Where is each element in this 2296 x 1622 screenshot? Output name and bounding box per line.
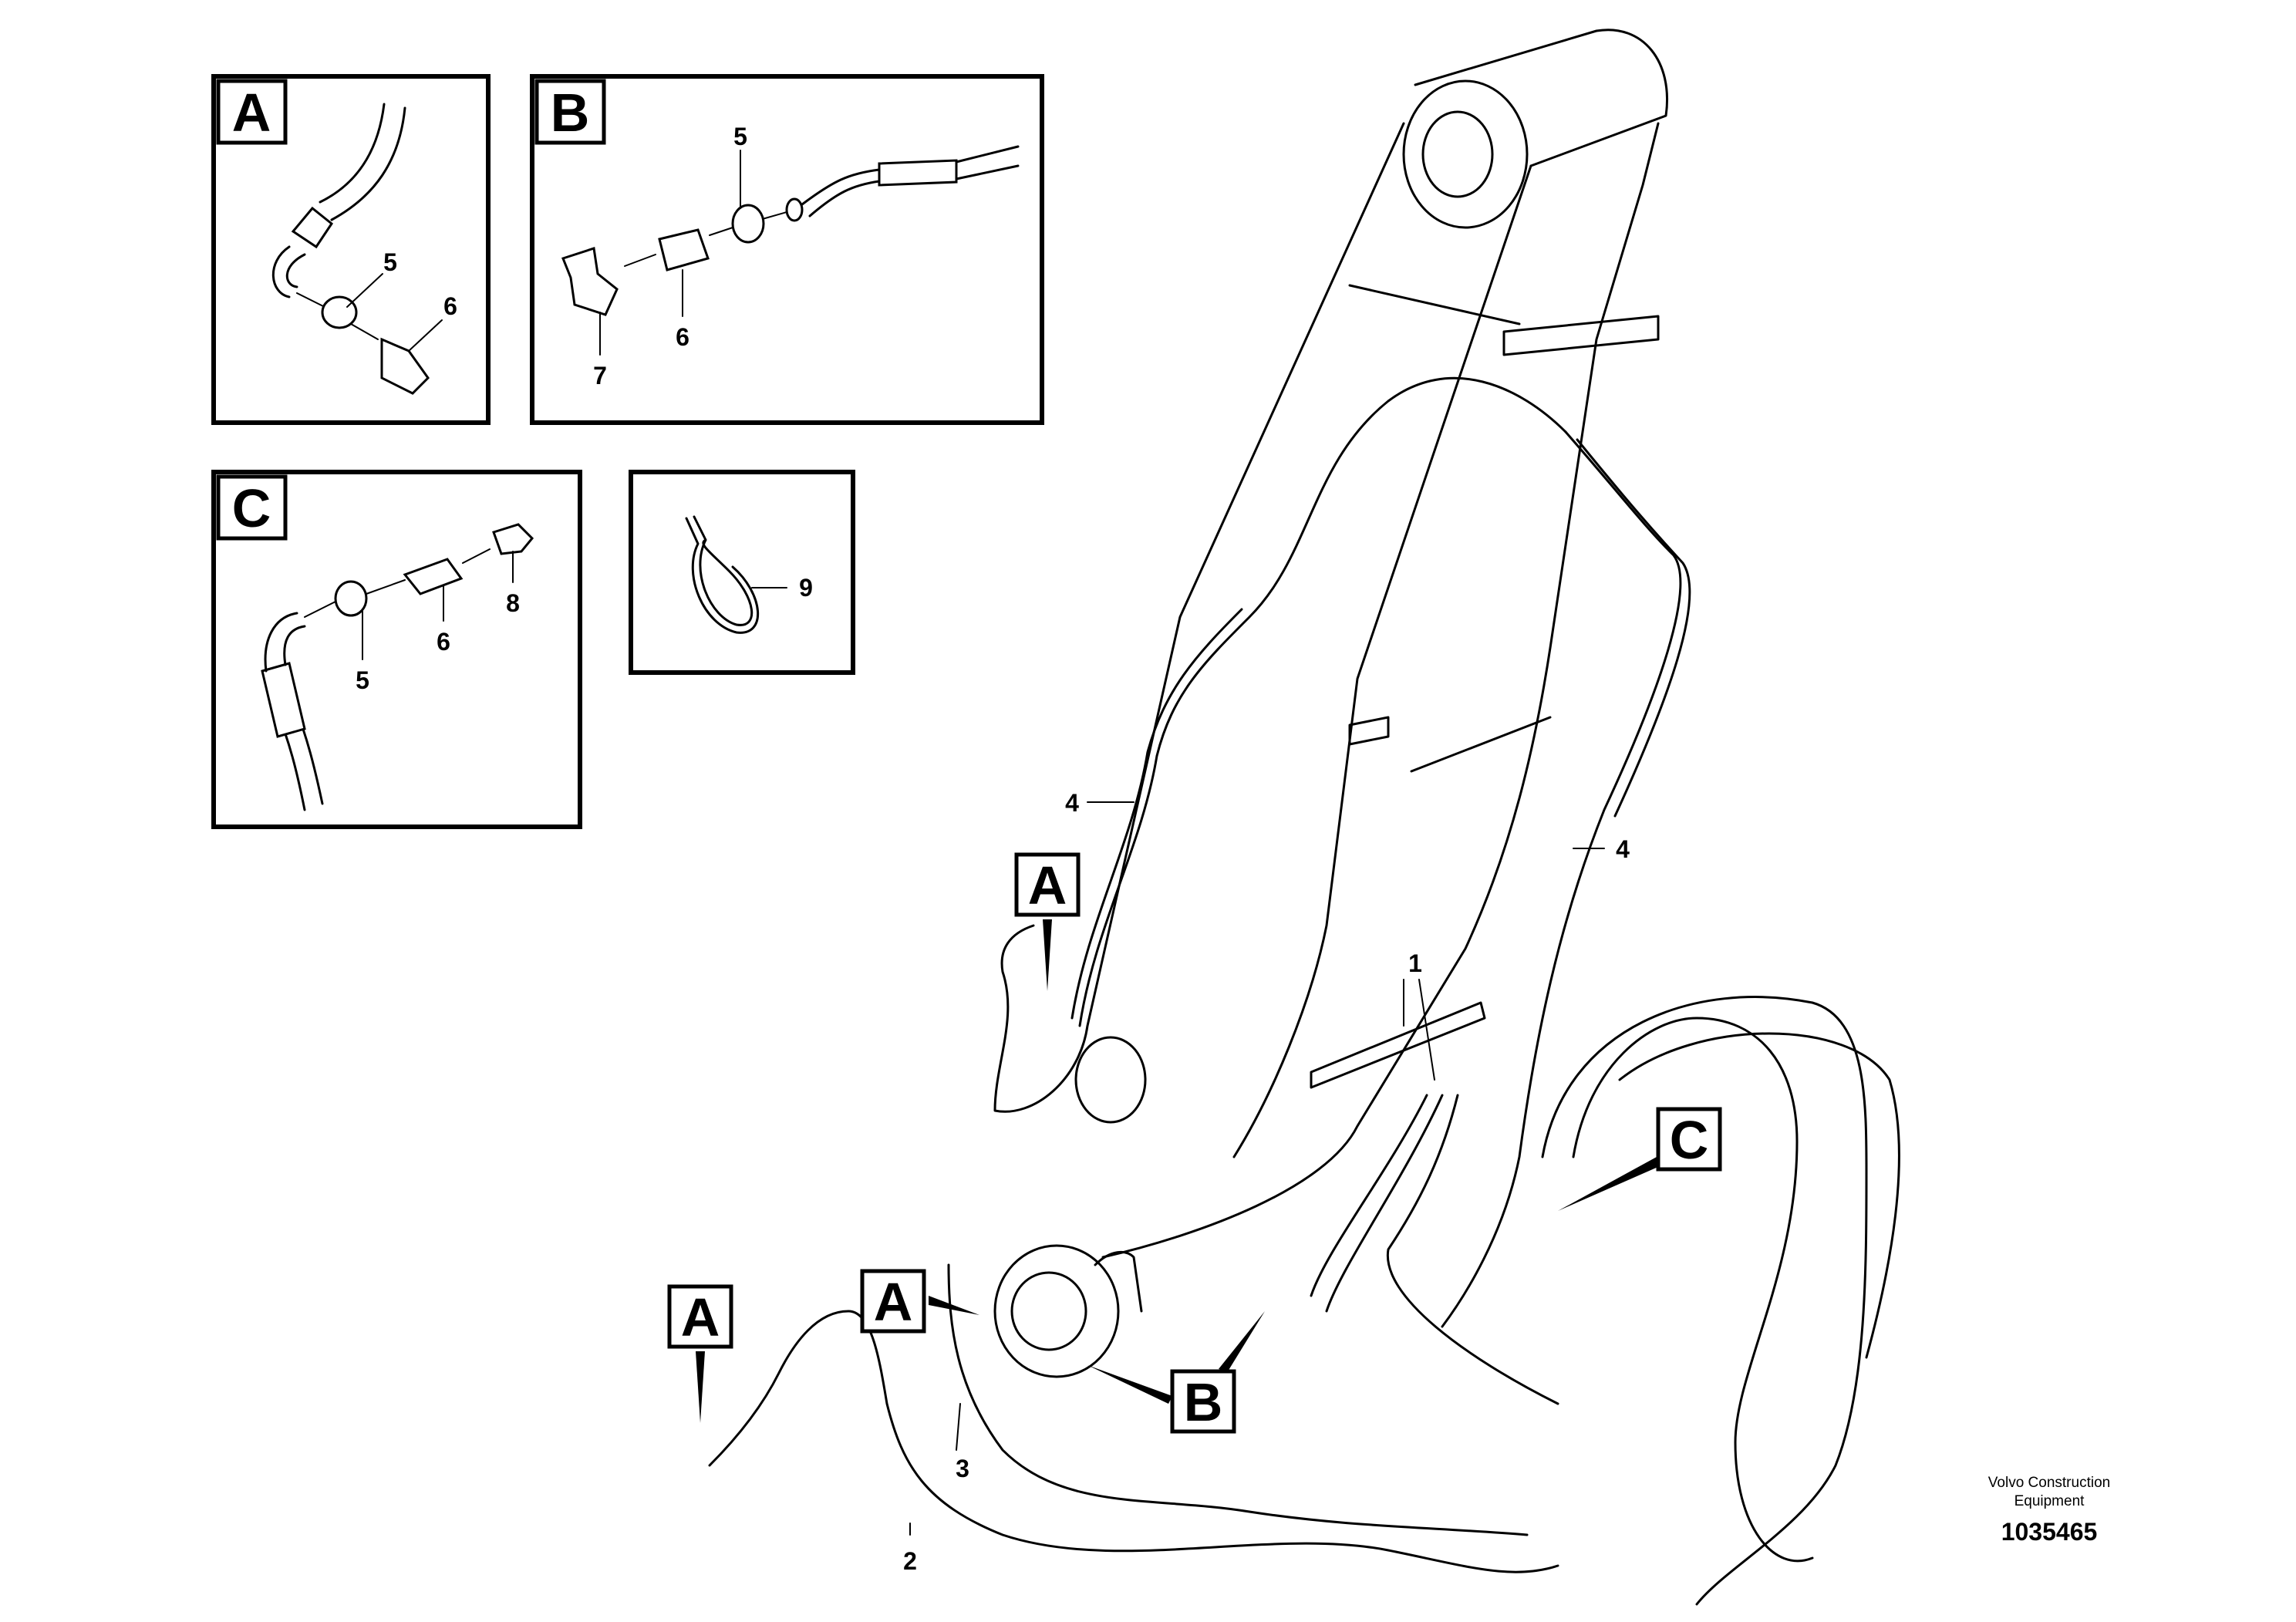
hose-fitting-a — [271, 103, 430, 395]
callout-b-5: 5 — [733, 123, 747, 150]
leader-a-6 — [408, 319, 443, 352]
credit-block: Volvo Construction Equipment 1035465 — [1988, 1475, 2110, 1546]
marker-a-upper — [1014, 852, 1081, 917]
detail-b-letter: B — [551, 83, 590, 143]
marker-c — [1656, 1107, 1722, 1172]
svg-text:A: A — [681, 1287, 720, 1347]
credit-line-2: Equipment — [2014, 1493, 2085, 1509]
washer-a — [321, 295, 358, 329]
boom-structure — [993, 29, 1668, 1378]
marker-b — [1170, 1369, 1236, 1434]
adapter-c — [403, 558, 464, 595]
leader-1b — [1418, 979, 1435, 1081]
callout-9: 9 — [799, 574, 813, 602]
adapter-b — [658, 228, 710, 271]
leader-a-5 — [346, 273, 383, 308]
callout-3: 3 — [956, 1455, 969, 1482]
washer-b — [731, 204, 765, 244]
callout-b-6: 6 — [676, 323, 689, 351]
detail-c-letter: C — [232, 478, 271, 538]
detail-c-tag — [216, 474, 288, 541]
detail-view-b: B 5 6 7 — [530, 74, 1044, 425]
adapter-a — [380, 337, 430, 395]
callout-c-5: 5 — [356, 666, 369, 694]
cable-tie-icon — [685, 515, 760, 634]
detail-a-letter: A — [232, 83, 271, 143]
detail-view-cable-tie: 9 — [629, 470, 855, 675]
svg-text:B: B — [1184, 1372, 1223, 1432]
nipple-c — [492, 523, 534, 555]
callout-c-6: 6 — [437, 628, 450, 656]
washer-c — [334, 580, 368, 617]
drawing-number: 1035465 — [2001, 1518, 2098, 1546]
svg-text:A: A — [1028, 855, 1067, 916]
main-markers: A A A B C — [667, 852, 1722, 1434]
detail-view-c: C 5 6 8 — [211, 470, 582, 829]
credit-line-1: Volvo Construction — [1988, 1475, 2110, 1491]
callout-b-7: 7 — [593, 362, 607, 389]
callout-1: 1 — [1408, 949, 1422, 977]
leader-3 — [956, 1403, 961, 1451]
marker-a-middle — [860, 1269, 926, 1334]
callout-a-6: 6 — [443, 292, 457, 320]
detail-a-tag — [216, 79, 288, 145]
hose-lines — [708, 376, 1900, 1606]
callout-a-5: 5 — [383, 248, 397, 276]
callout-2: 2 — [903, 1547, 917, 1575]
main-callouts: 1 2 3 4 4 — [903, 789, 1630, 1575]
svg-text:A: A — [874, 1272, 913, 1332]
callout-c-8: 8 — [506, 589, 520, 617]
detail-view-a: A 5 6 — [211, 74, 491, 425]
callout-4-left: 4 — [1065, 789, 1079, 817]
detail-b-tag — [534, 79, 606, 145]
marker-a-lower — [667, 1284, 733, 1349]
svg-text:C: C — [1670, 1110, 1709, 1170]
callout-4-right: 4 — [1616, 835, 1630, 863]
elbow-b — [561, 247, 619, 316]
hose-fitting-b — [561, 145, 1020, 316]
hose-fitting-c — [261, 523, 534, 811]
